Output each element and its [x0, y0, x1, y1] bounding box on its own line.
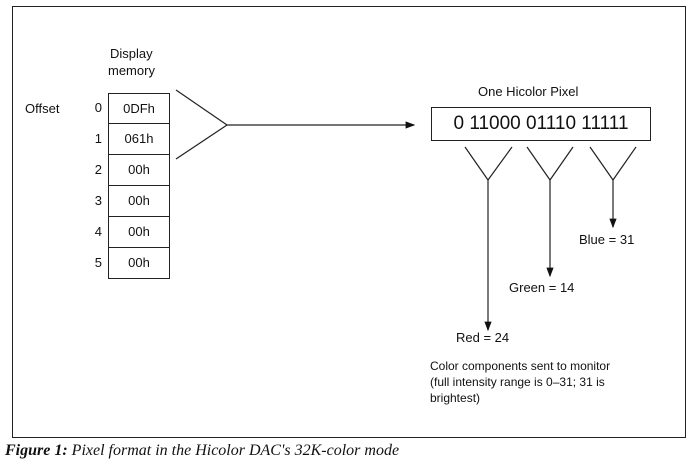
memory-title-line1: Display — [110, 46, 153, 61]
note-line3: brightest) — [430, 391, 481, 405]
memory-offset: 4 — [94, 224, 102, 239]
figure-frame — [12, 6, 686, 438]
memory-offset: 1 — [94, 131, 102, 146]
blue-value: Blue = 31 — [579, 232, 635, 247]
caption-label: Figure 1: — [5, 442, 68, 459]
red-value: Red = 24 — [456, 330, 510, 345]
memory-bracket — [175, 89, 416, 160]
memory-cell: 00h — [108, 248, 170, 279]
red-bracket — [464, 146, 513, 332]
memory-cell: 00h — [108, 186, 170, 217]
memory-offset: 5 — [94, 255, 102, 270]
pixel-bits: 0 11000 01110 11111 — [431, 107, 651, 141]
memory-offset: 3 — [94, 193, 102, 208]
note-line1: Color components sent to monitor — [430, 359, 611, 373]
pixel-title: One Hicolor Pixel — [478, 84, 579, 99]
memory-cell: 0DFh — [108, 93, 170, 124]
memory-cell: 00h — [108, 155, 170, 186]
memory-cell: 061h — [108, 124, 170, 155]
green-value: Green = 14 — [509, 280, 575, 295]
offset-label: Offset — [25, 101, 60, 116]
caption-text: Pixel format in the Hicolor DAC's 32K-co… — [71, 442, 400, 459]
figure-caption: Figure 1: Pixel format in the Hicolor DA… — [5, 442, 399, 460]
memory-offset: 0 — [94, 100, 102, 115]
memory-offset: 2 — [94, 162, 102, 177]
note-line2: (full intensity range is 0–31; 31 is — [430, 375, 605, 389]
blue-bracket — [589, 146, 637, 229]
memory-title-line2: memory — [108, 63, 155, 78]
memory-cell: 00h — [108, 217, 170, 248]
green-bracket — [526, 146, 574, 278]
